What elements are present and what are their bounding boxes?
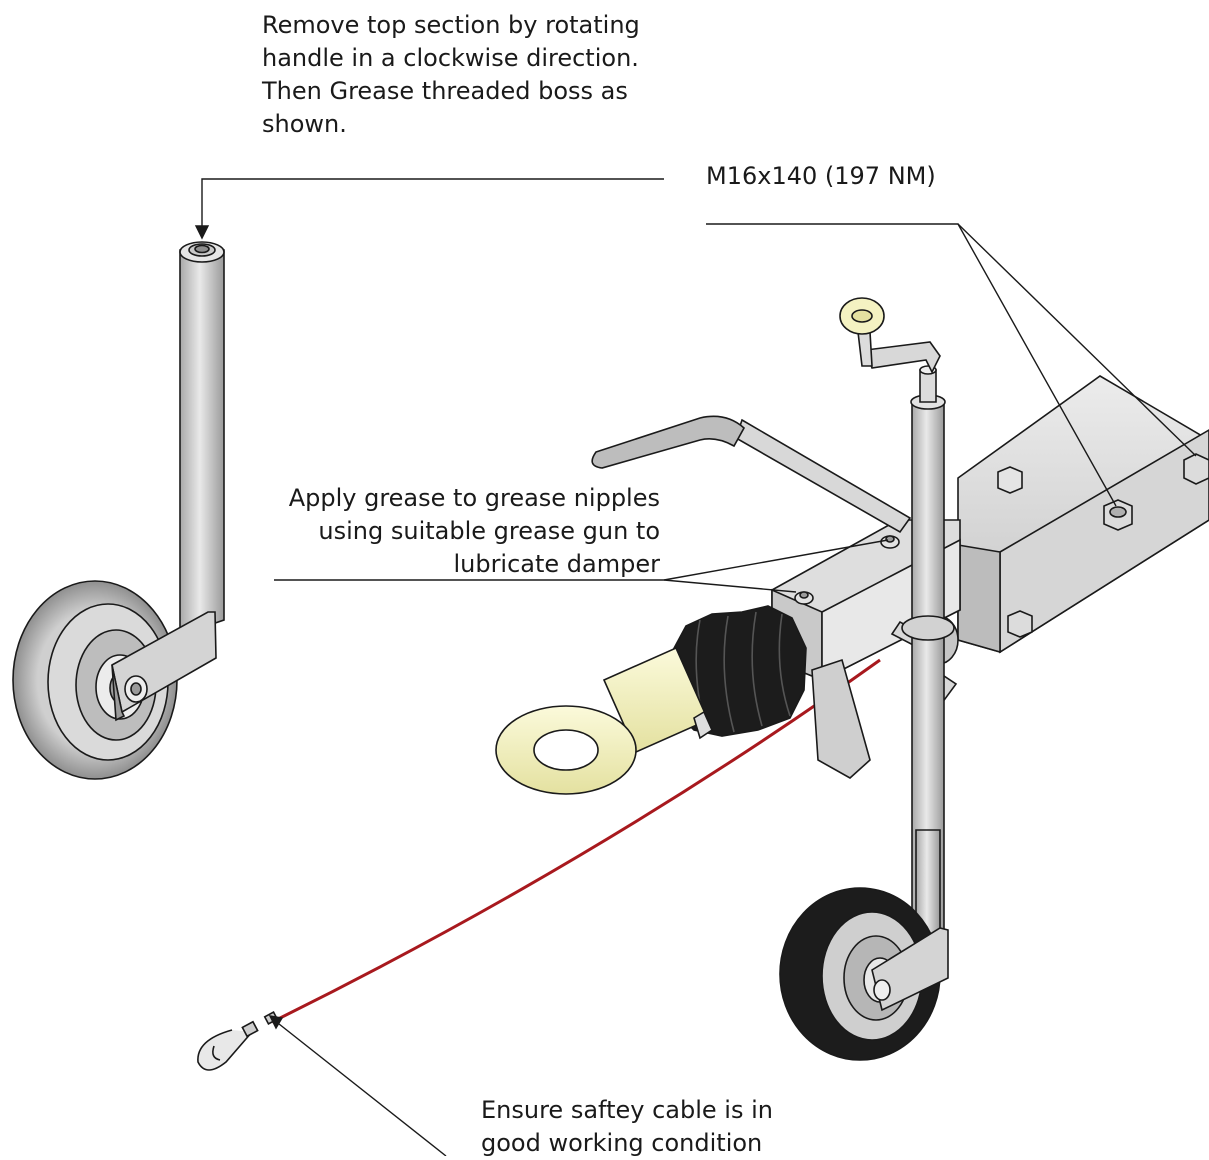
leader-bolt <box>957 223 1197 457</box>
leader-cable <box>273 1019 447 1156</box>
damper-housing <box>957 375 1209 654</box>
jockey-wheel-detail <box>12 241 225 780</box>
arrowhead <box>268 1015 284 1030</box>
bolt-head <box>1103 499 1133 531</box>
arrowhead <box>194 225 210 240</box>
annotation-safety-cable: Ensure saftey cable is in good working c… <box>481 1096 773 1157</box>
annotation-grease-nipples: Apply grease to grease nipples using sui… <box>288 484 660 578</box>
crank-handle <box>839 297 941 374</box>
leader-grease <box>274 579 797 593</box>
drawbar-body <box>771 519 961 779</box>
safety-cable-clip <box>197 1011 279 1071</box>
leader-top-section <box>201 178 664 232</box>
leader-lines <box>194 178 1197 1156</box>
jockey-tube <box>901 365 955 951</box>
bolt-head <box>1183 453 1209 485</box>
damper-bellows <box>669 605 807 737</box>
safety-cable <box>271 658 881 1024</box>
grease-nipple <box>794 591 814 605</box>
towing-eye <box>495 646 714 795</box>
jockey-wheel <box>779 887 949 1061</box>
leader-grease <box>663 539 889 581</box>
handbrake-lever <box>591 415 912 534</box>
bolt-head <box>997 466 1023 494</box>
annotation-top-section: Remove top section by rotating handle in… <box>262 11 640 138</box>
annotation-bolt-spec: M16x140 (197 NM) <box>706 162 936 190</box>
bolt-head <box>1007 610 1033 638</box>
grease-nipple <box>880 535 900 549</box>
drawbar-coupling-assembly <box>197 297 1209 1071</box>
